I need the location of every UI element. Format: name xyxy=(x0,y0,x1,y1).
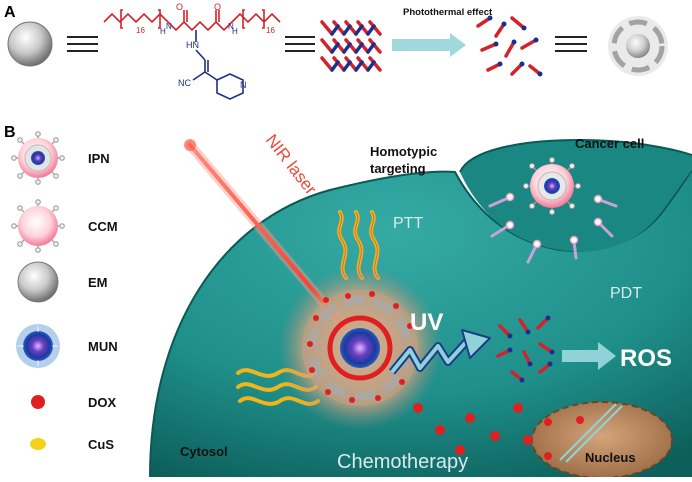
oxygen-right: O xyxy=(214,2,221,12)
subscript-right: 16 xyxy=(266,26,275,35)
targeting-label: targeting xyxy=(370,161,426,176)
legend-ccm-label: CCM xyxy=(88,219,118,234)
equals-sign-3 xyxy=(555,36,587,52)
chemotherapy-label: Chemotherapy xyxy=(337,451,468,473)
red-dot-icon xyxy=(31,395,45,409)
photothermal-arrow xyxy=(392,33,466,57)
ptt-label: PTT xyxy=(393,215,423,232)
nir-laser-label: NIR laser xyxy=(262,131,321,199)
yellow-ellipse-icon xyxy=(30,438,46,450)
pyridine-n-label: N xyxy=(240,80,247,90)
empty-micelle-icon xyxy=(17,261,59,303)
photothermal-label: Photothermal effect xyxy=(403,7,493,18)
central-ipn-particle xyxy=(278,266,442,430)
nh-left-n: N xyxy=(166,22,172,31)
nucleus-label: Nucleus xyxy=(585,450,636,465)
ipn-nanoparticle-icon xyxy=(11,131,65,185)
receptor-heads xyxy=(505,192,603,249)
nh-left-h: H xyxy=(160,27,166,36)
upconversion-nanoparticle-icon xyxy=(16,324,60,368)
legend-cus-label: CuS xyxy=(88,437,114,452)
disassembled-micelle xyxy=(608,16,668,76)
oxygen-left: O xyxy=(176,2,183,12)
targeting-ipn-particle xyxy=(523,157,581,215)
legend-ipn-label: IPN xyxy=(88,151,110,166)
cancer-cell-label: Cancer cell xyxy=(575,136,644,151)
equals-sign-2 xyxy=(285,36,315,52)
homotypic-label: Homotypic xyxy=(370,144,437,159)
nh-right-n: N xyxy=(228,22,234,31)
free-dox-dots xyxy=(413,403,584,460)
legend: IPN CCM EM xyxy=(11,131,118,452)
nucleus xyxy=(531,401,673,479)
legend-em-label: EM xyxy=(88,275,108,290)
ros-label: ROS xyxy=(620,345,672,372)
empty-micelle-sphere xyxy=(7,21,53,67)
disordered-molecules xyxy=(476,15,543,77)
uv-arrow xyxy=(388,329,491,375)
panel-a-label: A xyxy=(4,4,16,21)
equals-sign-1 xyxy=(67,36,98,52)
uv-label: UV xyxy=(410,309,443,336)
cell-upper-region xyxy=(460,140,692,252)
chemical-structure xyxy=(103,9,281,100)
upper-membrane-outline xyxy=(459,138,692,173)
cell-membrane-outline xyxy=(149,169,692,478)
panel-b-label: B xyxy=(4,124,16,141)
cancer-cell-membrane-icon xyxy=(11,199,65,253)
hn-label: HN xyxy=(186,40,199,50)
legend-mun-label: MUN xyxy=(88,339,118,354)
nh-right-h: H xyxy=(232,27,238,36)
ordered-molecular-assembly xyxy=(320,20,382,72)
nc-label: NC xyxy=(178,78,191,88)
legend-dox-label: DOX xyxy=(88,395,117,410)
cell-receptors xyxy=(488,196,618,264)
ros-arrow xyxy=(562,342,616,370)
photothermal-text: Photothermal effect xyxy=(403,7,493,18)
released-fragments xyxy=(496,315,555,383)
pdt-label: PDT xyxy=(610,285,642,302)
cytosol-label: Cytosol xyxy=(180,444,228,459)
subscript-left: 16 xyxy=(136,26,145,35)
